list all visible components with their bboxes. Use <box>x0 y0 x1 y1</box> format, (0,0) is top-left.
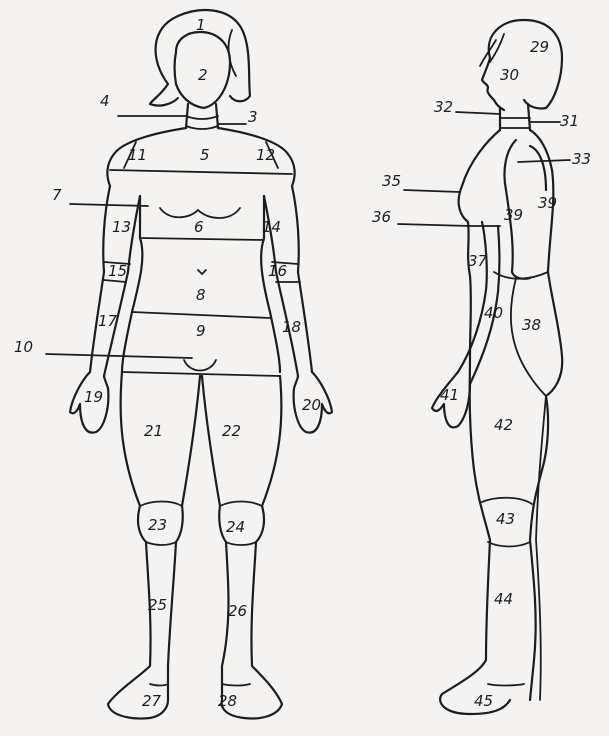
front-figure: 1 2 3 4 5 6 7 8 9 10 11 12 13 14 15 16 1… <box>14 10 332 718</box>
label-15: 15 <box>108 262 127 280</box>
label-22: 22 <box>222 422 241 440</box>
label-35: 35 <box>382 172 401 190</box>
label-20: 20 <box>302 396 321 414</box>
side-hair-strands <box>480 34 504 66</box>
waist-line <box>132 312 270 318</box>
label-37: 37 <box>468 252 488 270</box>
label-11: 11 <box>128 146 147 164</box>
label-9: 9 <box>196 322 206 340</box>
label-16: 16 <box>268 262 287 280</box>
label-21: 21 <box>144 422 163 440</box>
label-43: 43 <box>496 510 515 528</box>
leader-32 <box>456 112 500 114</box>
side-figure: 29 30 31 32 33 35 36 37 38 39 40 41 42 4… <box>372 20 591 714</box>
label-10: 10 <box>14 338 33 356</box>
label-12: 12 <box>256 146 275 164</box>
label-44: 44 <box>494 590 513 608</box>
label-28: 28 <box>218 692 237 710</box>
label-27: 27 <box>142 692 162 710</box>
label-45: 45 <box>474 692 493 710</box>
label-33: 33 <box>572 150 591 168</box>
label-18: 18 <box>282 318 301 336</box>
label-40: 40 <box>484 304 503 322</box>
label-26: 26 <box>228 602 247 620</box>
label-17: 17 <box>98 312 118 330</box>
front-neck-line-lower <box>186 126 218 129</box>
side-neck <box>500 104 530 130</box>
label-2: 2 <box>198 66 208 84</box>
label-30: 30 <box>500 66 519 84</box>
label-8: 8 <box>196 286 206 304</box>
label-39b: 39 <box>538 194 557 212</box>
label-41: 41 <box>440 386 459 404</box>
side-neck-lines <box>500 118 530 128</box>
label-4: 4 <box>100 92 110 110</box>
label-32: 32 <box>434 98 453 116</box>
bust-curves <box>160 208 240 218</box>
front-right-leg <box>202 376 282 718</box>
label-42: 42 <box>494 416 513 434</box>
leader-7 <box>70 204 148 206</box>
side-hair <box>489 20 562 109</box>
side-hip-curve <box>511 278 546 396</box>
label-25: 25 <box>148 596 167 614</box>
side-ankle-line <box>488 684 524 686</box>
label-24: 24 <box>226 518 245 536</box>
label-13: 13 <box>112 218 131 236</box>
leader-33 <box>518 160 570 162</box>
leader-35 <box>404 190 460 192</box>
label-7: 7 <box>52 186 62 204</box>
label-14: 14 <box>262 218 281 236</box>
label-1: 1 <box>196 16 206 34</box>
crotch-curve <box>184 360 216 371</box>
label-38: 38 <box>522 316 541 334</box>
navel-mark <box>198 270 206 274</box>
hip-line <box>122 372 280 376</box>
label-29: 29 <box>530 38 549 56</box>
left-ankle-line <box>150 684 168 686</box>
leader-10 <box>46 354 192 358</box>
label-3: 3 <box>248 108 258 126</box>
leader-36 <box>398 224 470 226</box>
label-23: 23 <box>148 516 167 534</box>
side-leg-back-line <box>536 396 546 700</box>
front-neck-line-upper <box>186 116 218 119</box>
chest-line <box>110 170 292 174</box>
label-5: 5 <box>200 146 210 164</box>
underbust-line <box>140 238 264 240</box>
label-39: 39 <box>504 206 523 224</box>
label-19: 19 <box>84 388 103 406</box>
label-6: 6 <box>194 218 204 236</box>
label-36: 36 <box>372 208 391 226</box>
right-ankle-line <box>222 684 250 686</box>
label-31: 31 <box>560 112 579 130</box>
side-front-arm <box>458 222 500 384</box>
front-right-arm <box>264 186 312 376</box>
